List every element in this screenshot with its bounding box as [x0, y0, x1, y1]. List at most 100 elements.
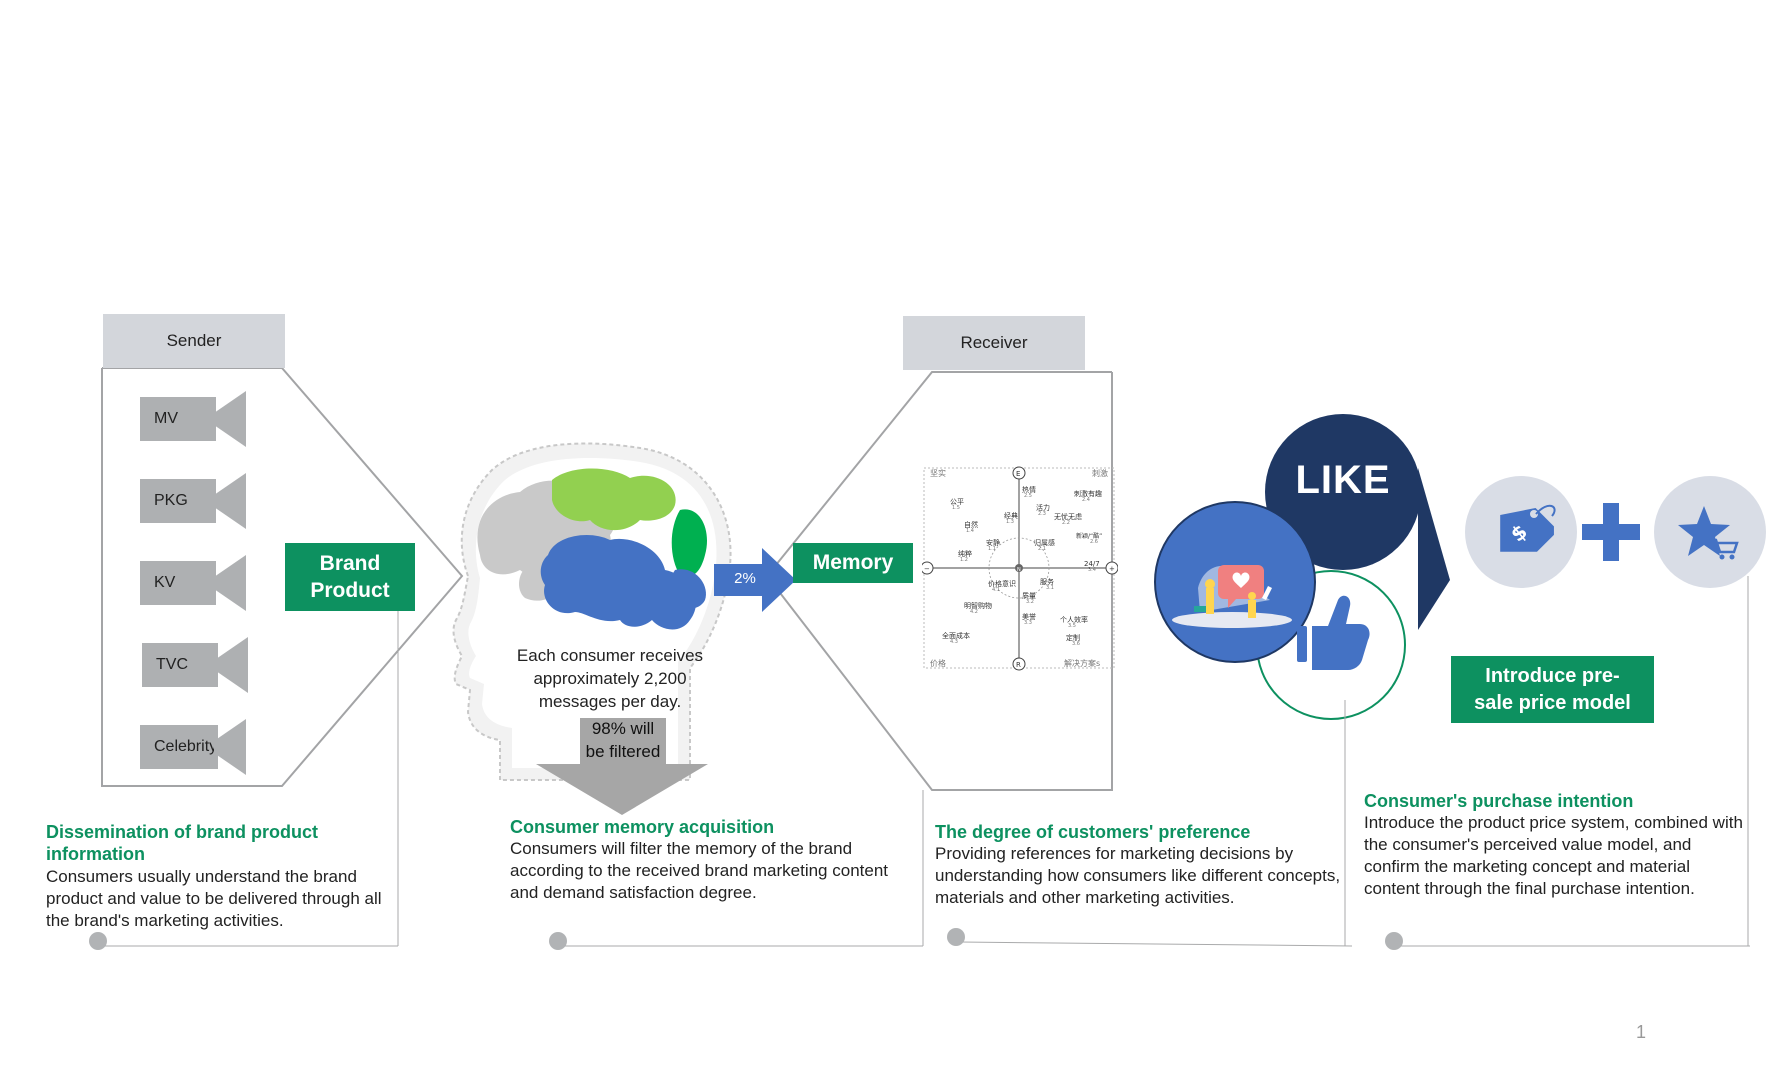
map-item: 质量3.2	[1022, 591, 1036, 605]
svg-text:2.6: 2.6	[1090, 539, 1098, 545]
messages-text: Each consumer receives approximately 2,2…	[516, 646, 704, 711]
svg-text:刺激有趣: 刺激有趣	[1074, 489, 1102, 498]
sender-funnel-outline	[101, 367, 464, 787]
svg-text:定制: 定制	[1066, 633, 1080, 642]
caption-3-body: Providing references for marketing decis…	[935, 844, 1341, 907]
like-bubble	[1265, 414, 1421, 570]
axis-top-label: E	[1016, 470, 1020, 478]
camera-icon	[214, 473, 246, 529]
svg-text:1.5: 1.5	[952, 505, 960, 511]
svg-text:2.3: 2.3	[1038, 511, 1046, 517]
svg-text:价格意识: 价格意识	[988, 579, 1016, 588]
heart-message-icon	[1172, 565, 1292, 628]
svg-text:3.2: 3.2	[1026, 599, 1034, 605]
timeline-dot	[1385, 932, 1403, 950]
map-item: 热情2.5	[1022, 485, 1036, 499]
map-item: 经典1.3	[1004, 511, 1018, 525]
page-number: 1	[1636, 1022, 1647, 1042]
star-cart-icon	[1678, 506, 1739, 560]
svg-text:3.3: 3.3	[1024, 620, 1032, 626]
map-item: 美誉3.3	[1022, 612, 1036, 626]
svg-text:个人效率: 个人效率	[1060, 615, 1088, 624]
svg-text:3.5: 3.5	[1068, 623, 1076, 629]
axis-right-label: +	[1109, 565, 1115, 573]
svg-text:明智购物: 明智购物	[964, 601, 992, 610]
corner-bottom-left: 价格	[930, 658, 946, 668]
sender-header: Sender	[103, 314, 285, 368]
price-tag-icon: $	[1500, 504, 1556, 552]
svg-text:自然: 自然	[964, 520, 978, 529]
svg-text:1.1: 1.1	[988, 546, 996, 552]
svg-text:1.4: 1.4	[966, 528, 974, 534]
timeline-dot	[549, 932, 567, 950]
caption-4-body: Introduce the product price system, comb…	[1364, 813, 1743, 898]
corner-bottom-right: 解决方案s	[1064, 658, 1100, 668]
map-item: 服务3.1	[1040, 577, 1054, 591]
svg-text:3.1: 3.1	[1046, 585, 1054, 591]
pass-percent-text: 2%	[734, 570, 756, 587]
axis-left-label: −	[924, 565, 930, 573]
camera-label: MV	[140, 397, 216, 441]
svg-text:经典: 经典	[1004, 511, 1018, 520]
filtered-text: 98% will be filtered	[585, 719, 661, 761]
svg-text:3.6: 3.6	[1072, 641, 1080, 647]
map-item: 定制3.6	[1066, 633, 1080, 647]
caption-4-title: Consumer's purchase intention	[1364, 791, 1634, 811]
camera-label: KV	[140, 561, 216, 605]
svg-text:归属感: 归属感	[1034, 538, 1055, 547]
svg-text:1.2: 1.2	[960, 557, 968, 563]
plus-icon	[1582, 503, 1640, 561]
map-item: 安静1.1	[986, 538, 1000, 552]
caption-1-body: Consumers usually understand the brand p…	[46, 867, 382, 930]
timeline-dot	[89, 932, 107, 950]
thumbs-up-icon	[1297, 595, 1370, 672]
map-item: 新颖/“酷”2.6	[1076, 532, 1102, 545]
filter-arrow	[536, 718, 708, 815]
svg-text:2.4: 2.4	[1082, 497, 1090, 503]
camera-icon	[214, 719, 246, 775]
like-bubble-tail	[1418, 468, 1450, 630]
axis-bottom-label: R	[1016, 661, 1021, 669]
camera-label: Celebrity	[140, 725, 218, 769]
map-item: 公平1.5	[950, 498, 964, 511]
camera-label: TVC	[142, 643, 218, 687]
caption-2-body: Consumers will filter the memory of the …	[510, 839, 889, 902]
camera-icon	[214, 391, 246, 447]
svg-text:2.1: 2.1	[1038, 546, 1046, 552]
svg-text:安静: 安静	[986, 538, 1000, 547]
memory-label: Memory	[793, 543, 913, 583]
camera-item-celebrity: Celebrity	[140, 719, 246, 775]
corner-top-right: 刺激	[1092, 468, 1108, 478]
camera-item-tvc: TVC	[142, 637, 248, 693]
map-item: 活力2.3	[1036, 503, 1050, 517]
caption-1-title: Dissemination of brand product informati…	[46, 822, 319, 864]
pass-arrow	[714, 548, 796, 612]
svg-text:热情: 热情	[1022, 485, 1036, 494]
svg-text:纯粹: 纯粹	[958, 549, 972, 558]
corner-top-left: 坚实	[930, 468, 946, 478]
svg-text:3.4: 3.4	[1088, 567, 1096, 573]
receiver-header: Receiver	[903, 316, 1085, 370]
svg-text:2.2: 2.2	[1062, 520, 1070, 526]
svg-text:新颖/“酷”: 新颖/“酷”	[1076, 532, 1102, 540]
svg-text:美誉: 美誉	[1022, 612, 1036, 621]
svg-text:4.3: 4.3	[950, 639, 958, 645]
camera-item-pkg: PKG	[140, 473, 246, 529]
svg-text:活力: 活力	[1036, 503, 1050, 512]
brand-product-label: Brand Product	[285, 543, 415, 611]
svg-text:2.5: 2.5	[1024, 493, 1032, 499]
caption-3-title: The degree of customers' preference	[935, 822, 1251, 842]
map-item: 自然1.4	[964, 520, 978, 534]
svg-text:无忧无虑: 无忧无虑	[1054, 512, 1082, 521]
like-label: LIKE	[1295, 458, 1391, 502]
svg-text:服务: 服务	[1040, 577, 1054, 586]
svg-text:全面成本: 全面成本	[942, 631, 970, 640]
